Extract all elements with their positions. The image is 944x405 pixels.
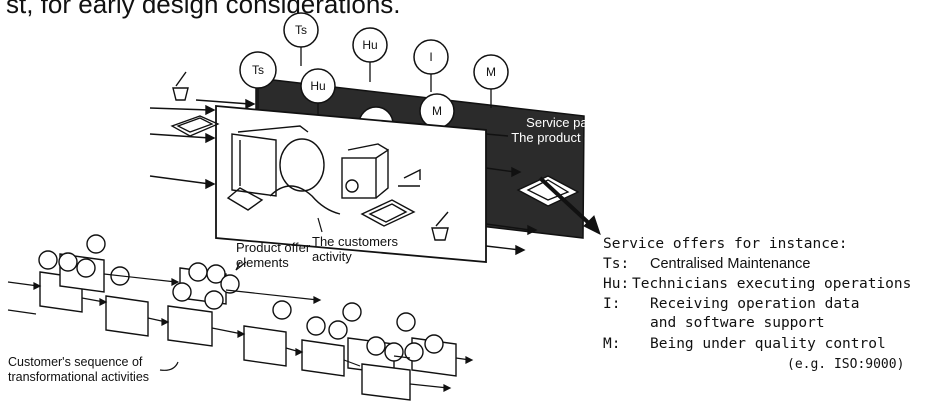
legend-heading: Service offers for instance:: [603, 236, 847, 252]
legend-code: Hu:: [603, 276, 629, 292]
circle-label: M: [432, 104, 442, 118]
legend-code: I:: [603, 296, 620, 312]
circle-label: I: [429, 50, 432, 64]
circle-label: Hu: [310, 79, 325, 93]
tray-sketch: [172, 116, 218, 136]
sequence-label: Customer's sequence of transformational …: [8, 355, 168, 385]
circle-label: Ts: [295, 23, 307, 37]
legend-text: Centralised Maintenance: [650, 256, 810, 272]
legend-text: Technicians executing operations: [632, 276, 911, 292]
legend-code: Ts:: [603, 256, 629, 272]
circle-label: M: [486, 65, 496, 79]
legend-text: Receiving operation data: [650, 296, 860, 312]
legend-text: (e.g. ISO:9000): [787, 357, 904, 372]
circle-label: Ts: [252, 63, 264, 77]
product-offer-elements-label: Product offer elements: [236, 240, 328, 270]
legend-code: M:: [603, 336, 620, 352]
service-offer-label: Service part of The product offer: [510, 115, 610, 145]
legend-text: and software support: [650, 315, 825, 331]
circle-label: Hu: [362, 38, 377, 52]
legend-text: Being under quality control: [650, 336, 886, 352]
